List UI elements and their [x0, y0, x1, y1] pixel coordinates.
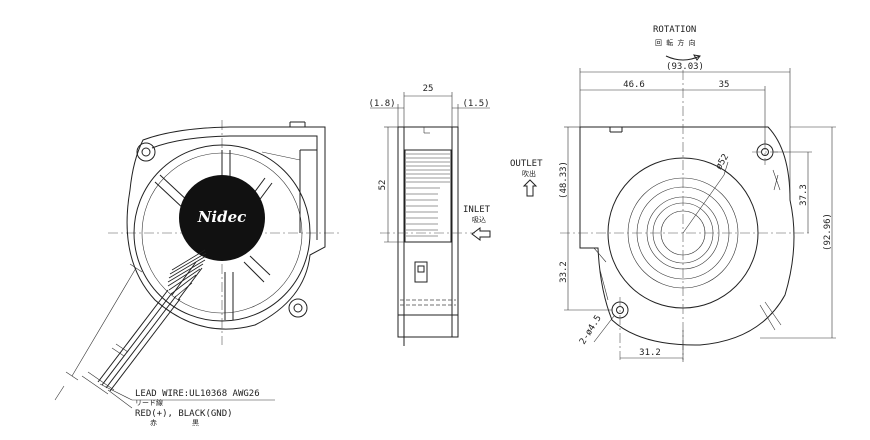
front-view: Nidec	[54, 120, 340, 427]
rear-view: ø52 ROTATION 回 転 方 向 (93.03) 46.6 35 (48…	[559, 25, 836, 362]
red-jp: 赤	[150, 419, 157, 427]
lead-wire-spec-jp: リード線	[135, 398, 163, 407]
rotation-arrow-icon	[665, 55, 701, 61]
outlet-label-jp: 吹出	[522, 169, 536, 178]
rotation-label: ROTATION	[653, 25, 696, 35]
outlet-indicator: OUTLET 吹出	[510, 159, 543, 197]
overall-width-dim: (93.03)	[666, 62, 704, 72]
rotation-label-jp: 回 転 方 向	[655, 38, 696, 47]
side-blade-hatch	[406, 127, 450, 237]
holes-dim: 2-ø4.5	[578, 314, 604, 347]
outlet-label: OUTLET	[510, 159, 543, 169]
impeller-dia-dim: ø52	[714, 152, 731, 171]
side-width-dim: 25	[423, 84, 434, 94]
left-to-center-dim: 46.6	[623, 80, 645, 90]
black-jp: 黒	[192, 419, 199, 427]
lower-height-dim: 33.2	[559, 261, 569, 283]
side-view: 25 (1.8) (1.5) 52 INLET 吸込	[368, 84, 491, 346]
wire-colors: RED(+), BLACK(GND)	[135, 409, 233, 419]
mount-height-dim: 37.3	[799, 184, 809, 206]
center-to-mount-dim: 35	[719, 80, 730, 90]
overall-height-dim: (92.96)	[823, 213, 833, 251]
lower-hole-offset-dim: 31.2	[639, 348, 661, 358]
inlet-label: INLET	[463, 205, 491, 215]
inlet-arrow-icon	[471, 227, 491, 241]
lead-wire-spec: LEAD WIRE:UL10368 AWG26	[135, 389, 260, 399]
inlet-label-jp: 吸込	[472, 215, 486, 224]
side-right-offset-dim: (1.5)	[462, 99, 489, 109]
brand-logo: Nidec	[197, 208, 247, 226]
lead-wires	[81, 289, 181, 395]
side-left-offset-dim: (1.8)	[368, 99, 395, 109]
side-height-dim: 52	[378, 180, 388, 191]
upper-height-dim: (48.33)	[559, 161, 569, 199]
outlet-arrow-icon	[522, 179, 538, 197]
wire-channel-hatch	[167, 249, 207, 299]
